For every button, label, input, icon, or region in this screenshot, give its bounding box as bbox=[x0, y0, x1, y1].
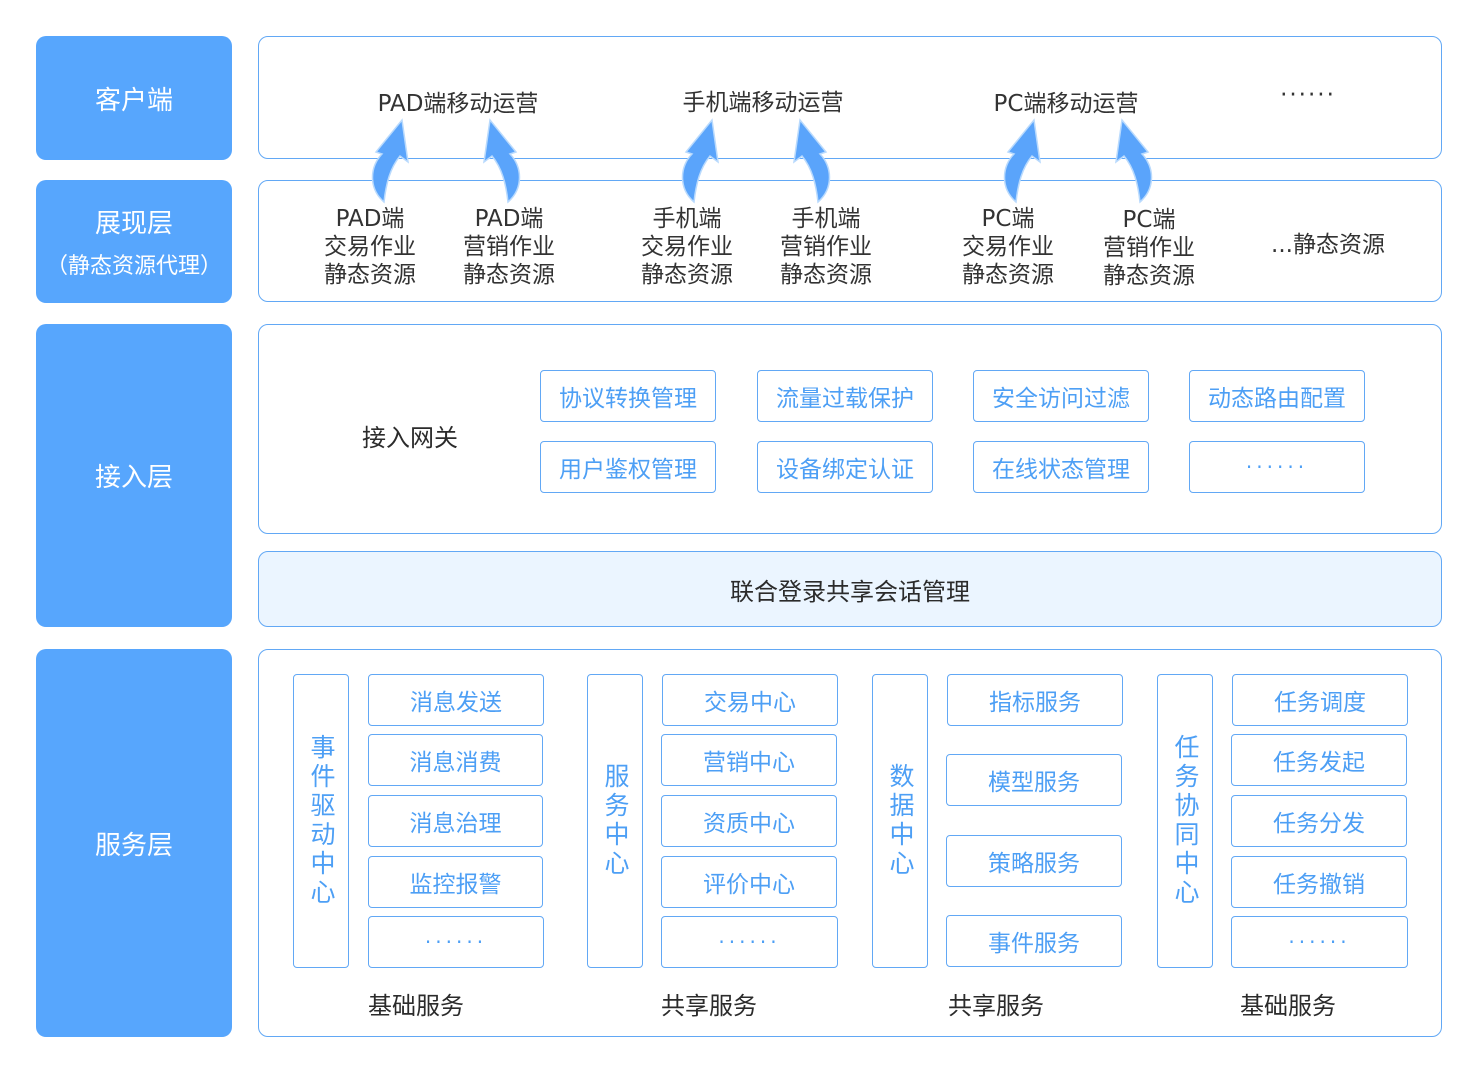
presentation-item-line1: 手机端 bbox=[652, 206, 722, 232]
access-chip: 协议转换管理 bbox=[540, 370, 716, 422]
presentation-item: PAD端 营销作业 静态资源 bbox=[449, 205, 569, 289]
access-panel bbox=[258, 324, 1442, 534]
presentation-item-line1: 手机端 bbox=[791, 206, 861, 232]
presentation-item-line2: 交易作业 bbox=[962, 234, 1054, 260]
service-item: 交易中心 bbox=[662, 674, 838, 726]
presentation-item-line2: 营销作业 bbox=[463, 234, 555, 260]
layer-label-access: 接入层 bbox=[36, 324, 232, 627]
service-center-service: 服务中心 bbox=[587, 674, 643, 968]
service-center-data: 数据中心 bbox=[872, 674, 928, 968]
arrow-up-icon bbox=[483, 118, 521, 204]
service-item: 策略服务 bbox=[946, 835, 1122, 887]
presentation-item: 手机端 营销作业 静态资源 bbox=[766, 205, 886, 289]
arrow-up-icon bbox=[1003, 118, 1041, 204]
client-item-pad: PAD端移动运营 bbox=[377, 91, 539, 117]
client-panel bbox=[258, 36, 1442, 159]
service-item: 营销中心 bbox=[661, 734, 837, 786]
access-chip: 安全访问过滤 bbox=[973, 370, 1149, 422]
access-chip: 动态路由配置 bbox=[1189, 370, 1365, 422]
layer-label-presentation-text: 展现层 bbox=[94, 209, 173, 239]
service-group-caption: 共享服务 bbox=[661, 992, 757, 1020]
access-chip: 用户鉴权管理 bbox=[540, 441, 716, 493]
access-gateway-title: 接入网关 bbox=[362, 424, 458, 452]
access-chip: 在线状态管理 bbox=[973, 441, 1149, 493]
presentation-item-line1: PAD端 bbox=[335, 206, 405, 232]
presentation-item-line3: 静态资源 bbox=[641, 262, 733, 288]
presentation-item-line2: 交易作业 bbox=[324, 234, 416, 260]
client-item-pc: PC端移动运营 bbox=[993, 91, 1139, 117]
service-item: 消息发送 bbox=[368, 674, 544, 726]
arrow-up-icon bbox=[371, 118, 409, 204]
layer-label-presentation: 展现层 （静态资源代理） bbox=[36, 180, 232, 303]
presentation-item: PC端 交易作业 静态资源 bbox=[948, 205, 1068, 289]
service-item: 任务调度 bbox=[1232, 674, 1408, 726]
presentation-item-line1: PAD端 bbox=[474, 206, 544, 232]
service-item: 事件服务 bbox=[946, 915, 1122, 967]
service-item-more: ······ bbox=[661, 916, 838, 968]
service-group-caption: 共享服务 bbox=[948, 992, 1044, 1020]
arrow-up-icon bbox=[681, 118, 719, 204]
presentation-item-line3: 静态资源 bbox=[463, 262, 555, 288]
presentation-item-line2: 交易作业 bbox=[641, 234, 733, 260]
service-item: 任务分发 bbox=[1231, 795, 1407, 847]
service-item: 指标服务 bbox=[947, 674, 1123, 726]
service-center-event: 事件驱动中心 bbox=[293, 674, 349, 968]
session-bar: 联合登录共享会话管理 bbox=[258, 551, 1442, 627]
service-item: 模型服务 bbox=[946, 754, 1122, 806]
service-center-task: 任务协同中心 bbox=[1157, 674, 1213, 968]
presentation-item-line3: 静态资源 bbox=[324, 262, 416, 288]
presentation-item-line3: 静态资源 bbox=[1103, 263, 1195, 289]
presentation-item-line2: 营销作业 bbox=[1103, 235, 1195, 261]
service-item: 任务发起 bbox=[1231, 734, 1407, 786]
service-group-caption: 基础服务 bbox=[368, 992, 464, 1020]
service-item: 监控报警 bbox=[368, 856, 543, 908]
arrow-up-icon bbox=[1115, 118, 1153, 204]
service-group-caption: 基础服务 bbox=[1240, 992, 1336, 1020]
service-item: 评价中心 bbox=[661, 856, 837, 908]
presentation-item-line3: 静态资源 bbox=[962, 262, 1054, 288]
session-bar-label: 联合登录共享会话管理 bbox=[730, 577, 970, 606]
layer-label-client-text: 客户端 bbox=[94, 85, 173, 116]
service-item: 消息治理 bbox=[368, 795, 543, 847]
access-chip: 流量过载保护 bbox=[757, 370, 933, 422]
service-center-label: 事件驱动中心 bbox=[307, 734, 336, 908]
presentation-item-line3: 静态资源 bbox=[780, 262, 872, 288]
client-item-more: ······ bbox=[1280, 82, 1336, 108]
presentation-item-line2: 营销作业 bbox=[780, 234, 872, 260]
service-center-label: 数据中心 bbox=[886, 763, 915, 879]
service-item: 资质中心 bbox=[661, 795, 837, 847]
service-item-more: ······ bbox=[368, 916, 544, 968]
arrow-up-icon bbox=[793, 118, 831, 204]
layer-label-service: 服务层 bbox=[36, 649, 232, 1037]
presentation-item: PC端 营销作业 静态资源 bbox=[1089, 206, 1209, 290]
service-item: 任务撤销 bbox=[1231, 856, 1407, 908]
presentation-panel bbox=[258, 180, 1442, 302]
client-item-mobile: 手机端移动运营 bbox=[682, 90, 844, 116]
presentation-item-more: ...静态资源 bbox=[1271, 232, 1385, 258]
service-center-label: 任务协同中心 bbox=[1171, 734, 1200, 908]
access-chip: 设备绑定认证 bbox=[757, 441, 933, 493]
layer-label-service-text: 服务层 bbox=[94, 830, 173, 861]
service-center-label: 服务中心 bbox=[601, 763, 630, 879]
presentation-item: PAD端 交易作业 静态资源 bbox=[310, 205, 430, 289]
presentation-item: 手机端 交易作业 静态资源 bbox=[627, 205, 747, 289]
presentation-item-line1: PC端 bbox=[1122, 207, 1176, 233]
layer-label-access-text: 接入层 bbox=[94, 463, 173, 493]
layer-label-client: 客户端 bbox=[36, 36, 232, 160]
access-chip-more: ······ bbox=[1189, 441, 1365, 493]
presentation-item-line1: PC端 bbox=[981, 206, 1035, 232]
service-item: 消息消费 bbox=[368, 734, 543, 786]
layer-label-presentation-sub: （静态资源代理） bbox=[45, 254, 222, 279]
service-item-more: ······ bbox=[1231, 916, 1408, 968]
